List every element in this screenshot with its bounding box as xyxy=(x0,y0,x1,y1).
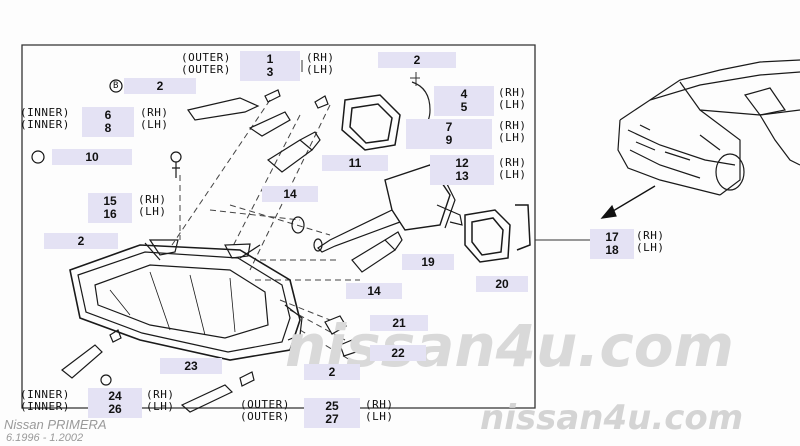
gaskets xyxy=(341,94,531,263)
callout-part-2-left[interactable]: 2 xyxy=(124,78,196,94)
callout-part-15[interactable]: 15 xyxy=(103,194,117,208)
callout-part-1[interactable]: 1 xyxy=(266,52,274,66)
callout-pair-17-18[interactable]: 17 18 xyxy=(590,229,634,259)
callout-part-27[interactable]: 27 xyxy=(325,412,339,426)
callout-part-9[interactable]: 9 xyxy=(445,133,453,147)
model-name: Nissan PRIMERA xyxy=(4,417,107,432)
rh-lh-label-24-26: (RH) (LH) xyxy=(146,388,175,413)
car-pointer-arrowhead xyxy=(600,204,617,219)
rh-lh-label-25-27: (RH) (LH) xyxy=(365,398,394,423)
callout-part-21[interactable]: 21 xyxy=(370,315,428,331)
callout-part-5[interactable]: 5 xyxy=(460,100,468,114)
rh-lh-label-1-3: (RH) (LH) xyxy=(306,51,335,76)
b-symbol-circle xyxy=(109,79,123,93)
callout-part-3[interactable]: 3 xyxy=(266,65,274,79)
callout-part-22[interactable]: 22 xyxy=(370,345,426,361)
callout-pair-1-3[interactable]: 1 3 xyxy=(240,51,300,81)
callout-part-4[interactable]: 4 xyxy=(460,87,468,101)
callout-part-18[interactable]: 18 xyxy=(605,243,619,257)
callout-pair-6-8[interactable]: 6 8 xyxy=(82,107,134,137)
callout-part-2-mid[interactable]: 2 xyxy=(44,233,118,249)
rh-lh-label-12-13: (RH) (LH) xyxy=(498,156,527,181)
inner-label-bottom: (INNER) (INNER) xyxy=(20,388,70,413)
brackets xyxy=(61,97,291,413)
b-symbol-label: B xyxy=(113,81,119,91)
callout-part-2-top[interactable]: 2 xyxy=(378,52,456,68)
callout-part-8[interactable]: 8 xyxy=(104,121,112,135)
car-illustration xyxy=(617,59,800,196)
rh-lh-label-7-9: (RH) (LH) xyxy=(498,119,527,144)
callout-part-20[interactable]: 20 xyxy=(476,276,528,292)
diagram-frame xyxy=(21,44,536,409)
leader-lines xyxy=(301,60,590,241)
b-symbol-circle-2 xyxy=(31,150,45,164)
callout-pair-15-16[interactable]: 15 16 xyxy=(88,193,132,223)
outer-label-top: (OUTER) (OUTER) xyxy=(181,51,231,76)
callout-part-10[interactable]: 10 xyxy=(52,149,132,165)
callout-part-2-bottom[interactable]: 2 xyxy=(304,364,360,380)
callout-part-17[interactable]: 17 xyxy=(605,230,619,244)
callout-part-23[interactable]: 23 xyxy=(160,358,222,374)
rh-lh-label-4-5: (RH) (LH) xyxy=(498,86,527,111)
screws-fasteners xyxy=(100,89,357,387)
rh-lh-label-17-18: (RH) (LH) xyxy=(636,229,665,254)
callout-part-26[interactable]: 26 xyxy=(108,402,122,416)
callout-part-13[interactable]: 13 xyxy=(455,169,469,183)
callout-part-19[interactable]: 19 xyxy=(402,254,454,270)
small-bulbs xyxy=(266,131,403,273)
callout-pair-7-9[interactable]: 7 9 xyxy=(406,119,492,149)
callout-part-7[interactable]: 7 xyxy=(445,120,453,134)
callout-part-6[interactable]: 6 xyxy=(104,108,112,122)
callout-part-11[interactable]: 11 xyxy=(322,155,388,171)
outer-label-bottom: (OUTER) (OUTER) xyxy=(240,398,290,423)
callout-pair-4-5[interactable]: 4 5 xyxy=(434,86,494,116)
callout-pair-24-26[interactable]: 24 26 xyxy=(88,388,142,418)
car-pointer-arrow xyxy=(607,185,656,215)
callout-pair-25-27[interactable]: 25 27 xyxy=(304,398,360,428)
callout-pair-12-13[interactable]: 12 13 xyxy=(430,155,494,185)
callout-part-14-bottom[interactable]: 14 xyxy=(346,283,402,299)
headlamp-housing xyxy=(69,239,303,361)
callout-part-14-top[interactable]: 14 xyxy=(262,186,318,202)
callout-part-25[interactable]: 25 xyxy=(325,399,339,413)
rh-lh-label-15-16: (RH) (LH) xyxy=(138,193,167,218)
callout-part-12[interactable]: 12 xyxy=(455,156,469,170)
corner-watermark: nissan4u.com xyxy=(480,398,744,438)
inner-label-mid: (INNER) (INNER) xyxy=(20,106,70,131)
callout-part-24[interactable]: 24 xyxy=(108,389,122,403)
rh-lh-label-6-8: (RH) (LH) xyxy=(140,106,169,131)
production-period: 6.1996 - 1.2002 xyxy=(6,432,84,444)
callout-part-16[interactable]: 16 xyxy=(103,207,117,221)
